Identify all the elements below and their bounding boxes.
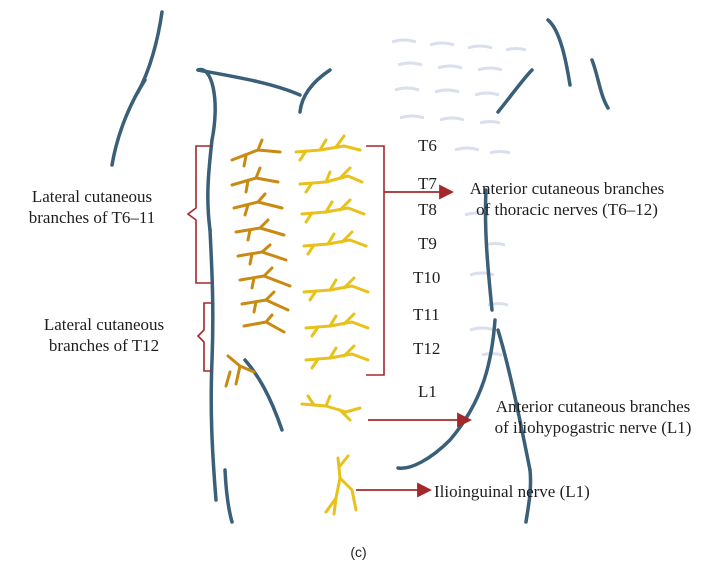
segment-t6: T6 xyxy=(418,136,437,156)
bracket-anterior-thoracic xyxy=(366,146,384,375)
label-line: Anterior cutaneous branches xyxy=(472,396,714,417)
label-line: of iliohypogastric nerve (L1) xyxy=(472,417,714,438)
label-anterior-iliohypogastric: Anterior cutaneous branches of iliohypog… xyxy=(472,396,714,438)
label-line: Anterior cutaneous branches xyxy=(452,178,682,199)
label-line: Lateral cutaneous xyxy=(18,314,190,335)
label-lateral-t6-11: Lateral cutaneous branches of T6–11 xyxy=(2,186,182,228)
label-lateral-t12: Lateral cutaneous branches of T12 xyxy=(18,314,190,356)
arrow-ilioinguinal xyxy=(418,484,430,496)
segment-t7: T7 xyxy=(418,174,437,194)
bracket-lateral-t12 xyxy=(198,303,212,371)
segment-t9: T9 xyxy=(418,234,437,254)
segment-l1: L1 xyxy=(418,382,437,402)
subfigure-label: (c) xyxy=(0,544,717,560)
label-ilioinguinal: Ilioinguinal nerve (L1) xyxy=(434,481,590,502)
body-outline xyxy=(112,12,608,522)
label-line: Lateral cutaneous xyxy=(2,186,182,207)
arrow-anterior-thoracic xyxy=(440,186,452,198)
label-line: of thoracic nerves (T6–12) xyxy=(452,199,682,220)
label-line: branches of T6–11 xyxy=(2,207,182,228)
segment-t11: T11 xyxy=(413,305,440,325)
lateral-branches xyxy=(226,140,290,386)
label-line: branches of T12 xyxy=(18,335,190,356)
segment-t8: T8 xyxy=(418,200,437,220)
anterior-branches xyxy=(296,136,368,514)
segment-t12: T12 xyxy=(413,339,440,359)
label-anterior-thoracic: Anterior cutaneous branches of thoracic … xyxy=(452,178,682,220)
segment-t10: T10 xyxy=(413,268,440,288)
